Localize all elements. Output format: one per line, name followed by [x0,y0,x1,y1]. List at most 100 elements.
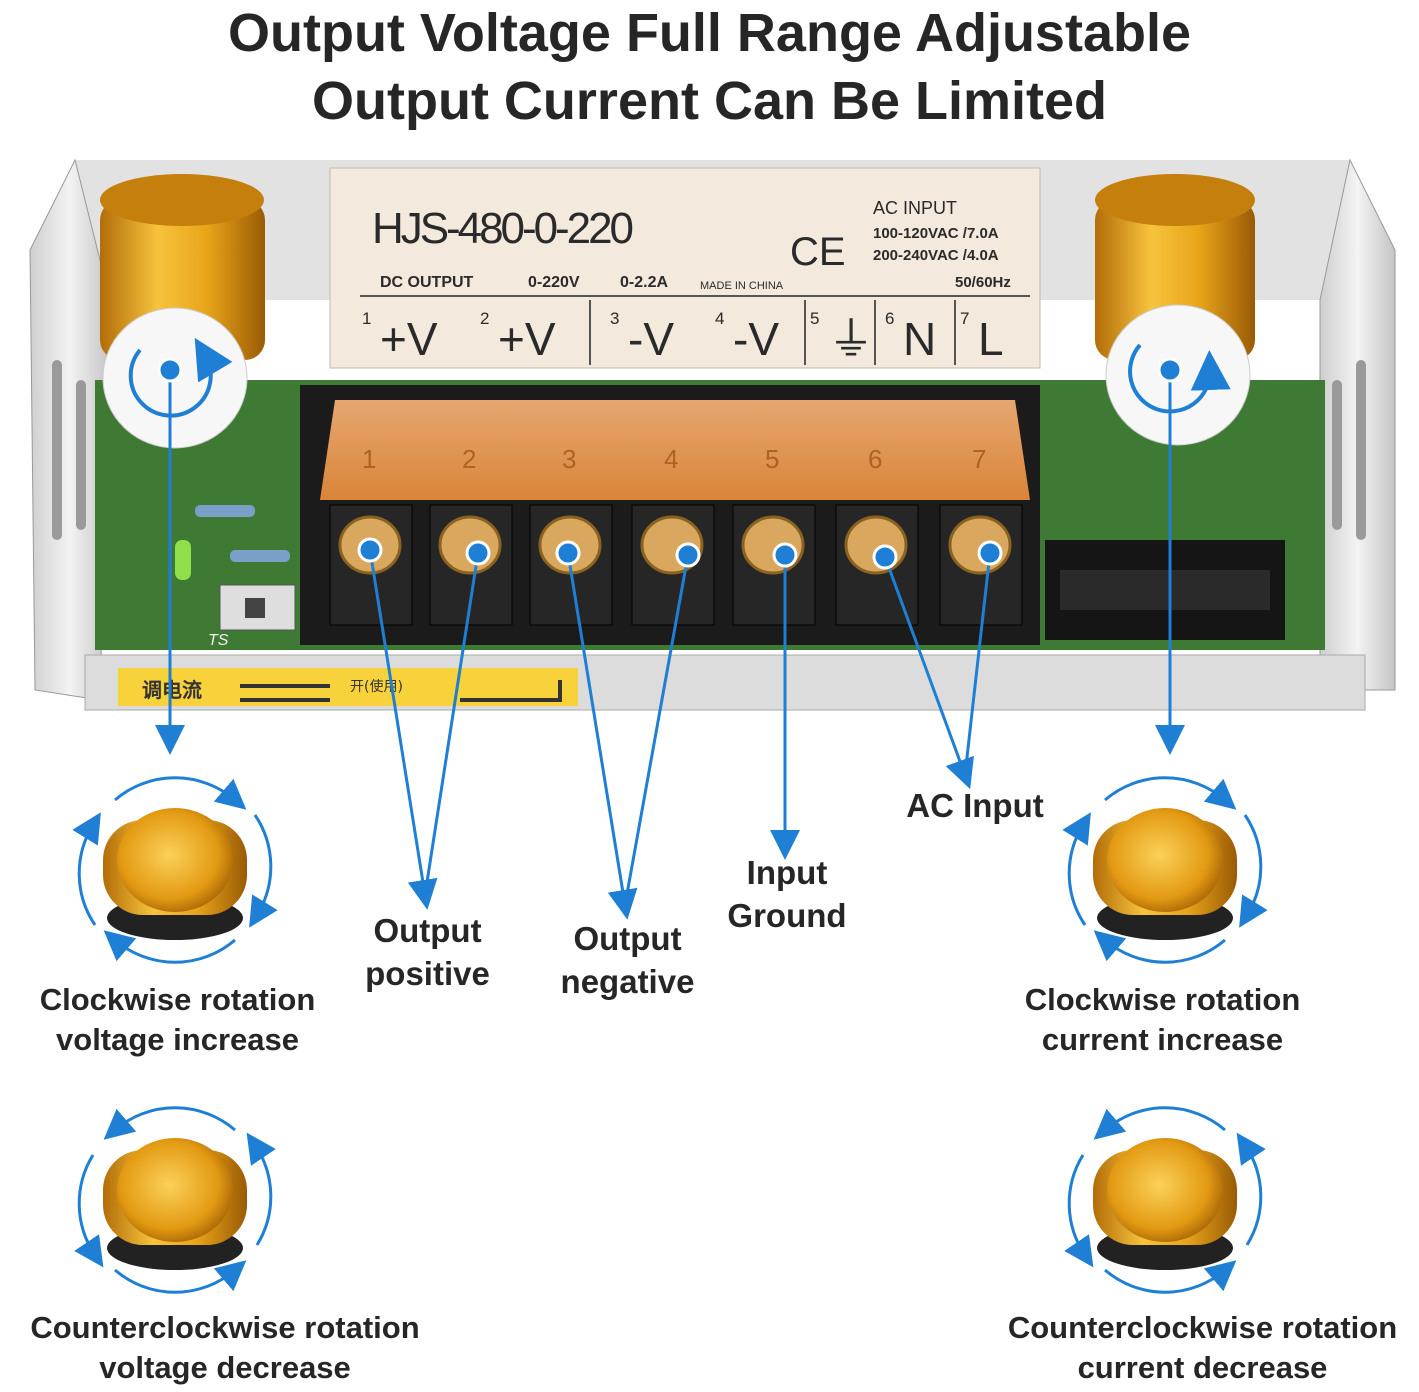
current-decrease-line1: Counterclockwise rotation [1007,1310,1398,1345]
label-current-decrease: Counterclockwise rotation current decrea… [990,1308,1415,1389]
callout-dot-7 [772,542,798,568]
callout-dot-3 [357,537,383,563]
input-ground-line1: Input [746,854,828,891]
voltage-increase-line1: Clockwise rotation [39,982,316,1017]
knob-voltage-cw-arrow-1 [114,776,247,810]
knob-voltage-ccw-arrow-4 [246,1132,276,1246]
strip-text-mid: 开(使用) [350,678,403,695]
line-term4 [623,554,690,906]
knob-voltage-cw-arrow-4 [249,814,278,928]
current-decrease-line2: current decrease [1077,1350,1328,1386]
knob-voltage-cw-arrow-2 [103,930,236,964]
callout-dot-4 [465,540,491,566]
knob-voltage-cw [72,776,278,964]
rotation-knobs [72,776,1268,1294]
switch-lever [245,598,265,618]
terminal-screw-5 [741,515,805,575]
voltage-decrease-line1: Counterclockwise rotation [30,1310,420,1345]
terminal-symbol-4: -V [733,313,779,365]
knob-current-ccw-cap [1107,1138,1223,1242]
terminal-number-3: 3 [610,309,619,328]
line-term3 [566,552,638,920]
terminal-cover [320,400,1030,500]
terminal-screw-7 [948,515,1012,575]
terminal-number-2: 2 [480,309,489,328]
callout-dot-2 [1157,357,1183,383]
ac-input-line2: 200-240VAC /4.0A [873,247,999,264]
made-in: MADE IN CHINA [700,280,784,292]
output-negative-line1: Output [573,920,682,957]
resistor-2 [230,550,290,562]
knob-voltage-cw-arrow-3 [72,812,101,926]
callout-dots [157,357,1183,570]
terminal-number-4: 4 [715,309,724,328]
knob-current-ccw [1064,1106,1266,1294]
knob-voltage-ccw-arrow-1 [103,1106,236,1140]
cover-number-2: 2 [462,444,476,474]
cover-number-5: 5 [765,444,779,474]
knob-current-cw-arrow-4 [1239,814,1268,928]
line-term6 [883,556,974,790]
cover-number-4: 4 [664,444,678,474]
callout-lines [155,370,1185,920]
terminal-number-1: 1 [362,309,371,328]
label-input-ground: Input Ground [712,852,862,938]
knob-current-ccw-arrow-1 [1093,1106,1226,1140]
ac-input-line1: 100-120VAC /7.0A [873,225,999,242]
ce-mark: CE [790,230,846,274]
knob-current-cw-arrow-3 [1062,812,1091,926]
switch-ts [219,584,296,631]
callout-dot-8 [872,544,898,570]
chassis-slot-right-1 [1356,360,1366,540]
callout-dot-1 [157,357,183,383]
knob-voltage-ccw-arrow-2 [114,1260,247,1294]
output-positive-line2: positive [365,954,490,992]
title-line-2: Output Current Can Be Limited [312,71,1107,131]
strip-arrows [240,680,562,702]
knob-voltage-ccw [74,1106,276,1294]
title-line-1: Output Voltage Full Range Adjustable [227,3,1191,63]
label-voltage-increase: Clockwise rotation voltage increase [15,980,340,1061]
cover-number-group: 1 2 3 4 5 6 7 [362,444,986,474]
knob-current-ccw-arrow-3 [1064,1154,1094,1268]
ac-input-header: AC INPUT [873,198,957,218]
knob-current-ccw-arrow-2 [1104,1260,1237,1294]
line-term2 [423,552,480,896]
power-supply: 调电流 开(使用) TS HJS-480-0-220 CE AC INPUT 1… [29,158,1396,711]
screw-group [329,504,1023,626]
chassis-slot-right-2 [1332,380,1342,530]
terminal-symbol-3: -V [628,313,674,365]
dc-output-label: DC OUTPUT [380,274,474,291]
model-number: HJS-480-0-220 [372,204,634,253]
output-positive-line1: Output [373,912,482,949]
ts-label: TS [208,632,229,649]
knob-voltage-cw-cap [117,808,233,912]
cover-number-1: 1 [362,444,376,474]
nameplate [329,167,1041,369]
voltage-range: 0-220V [528,274,580,291]
current-knob-mounted [1095,174,1255,446]
terminal-symbol-6: N [903,313,936,365]
knob-current-cw [1062,776,1268,964]
cover-number-6: 6 [868,444,882,474]
voltage-decrease-line2: voltage decrease [99,1350,351,1386]
current-range: 0-2.2A [620,274,668,291]
knob-current-cw-cap [1107,808,1223,912]
terminal-symbol-1: +V [380,313,438,365]
terminal-symbol-2: +V [498,313,556,365]
line-term7 [963,552,992,776]
knob-voltage-ccw-arrow-3 [74,1154,104,1268]
terminal-number-5: 5 [810,309,819,328]
knob-voltage-ccw-cap [117,1138,233,1242]
voltage-knob-mounted [100,174,265,449]
knob-current-cw-arrow-1 [1104,776,1237,810]
current-increase-line2: current increase [1041,1022,1284,1058]
cover-number-3: 3 [562,444,576,474]
cover-number-7: 7 [972,444,986,474]
led-green [175,540,191,580]
callout-dot-6 [675,542,701,568]
chassis-slot-left-2 [76,380,86,530]
label-output-positive: Output positive [355,910,500,996]
terminal-number-6: 6 [885,309,894,328]
